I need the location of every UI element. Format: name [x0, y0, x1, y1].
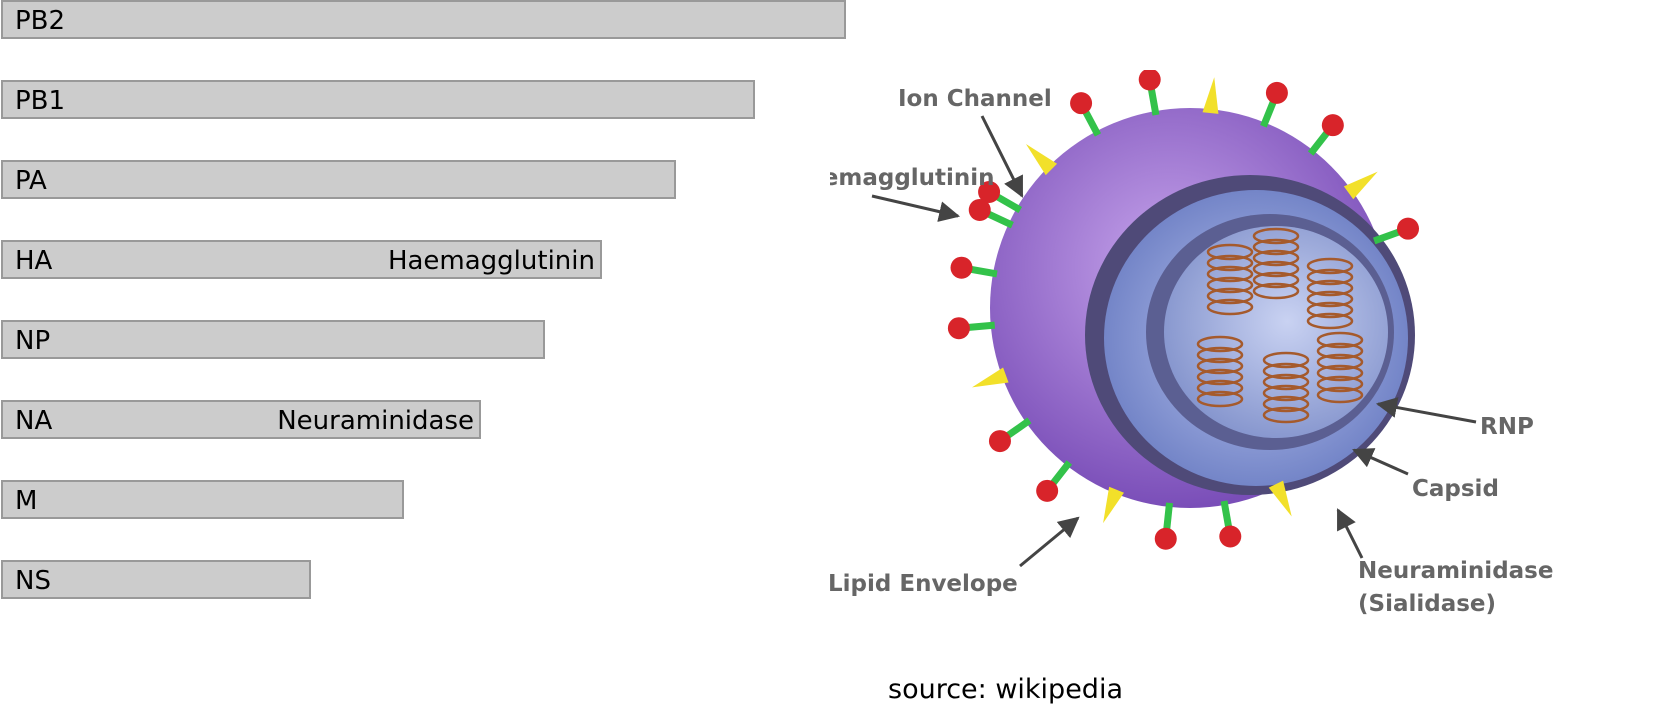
- capsid-arrow: [1352, 448, 1409, 476]
- haemagglutinin-spike: [1103, 486, 1124, 524]
- rnp-coil-turn: [1252, 238, 1300, 256]
- haemagglutinin-spike: [1268, 480, 1292, 517]
- segment-name: NA: [15, 406, 53, 436]
- rnp-coil-turn: [1316, 331, 1364, 349]
- haemagglutinin-spike: [1025, 143, 1058, 176]
- rnp-coil-turn: [1306, 257, 1354, 275]
- segment-name: M: [15, 486, 38, 516]
- rnp-coil-turn: [1262, 395, 1310, 413]
- segment-name: NP: [15, 326, 51, 356]
- rnp-coil-turn: [1196, 379, 1244, 397]
- segment-name: HA: [15, 246, 53, 276]
- rnp-coil-turn: [1262, 384, 1310, 402]
- neuraminidase-head: [1265, 81, 1288, 104]
- rnp-coils: [1196, 227, 1364, 424]
- segment-bar-ns: NS: [1, 560, 311, 599]
- rnp-coil-turn: [1196, 335, 1244, 353]
- rnp-coil-turn: [1316, 342, 1364, 360]
- rnp-coil-turn: [1306, 312, 1354, 330]
- neuraminidase-head: [968, 198, 991, 221]
- segment-name: PA: [15, 166, 47, 196]
- label-ion-channel: Ion Channel: [898, 86, 1052, 112]
- segment-bar-np: NP: [1, 320, 545, 359]
- neuraminidase-head: [947, 317, 970, 340]
- neuraminidase-head: [1154, 527, 1177, 550]
- rnp-coil-turn: [1262, 351, 1310, 369]
- rnp-coil-turn: [1196, 368, 1244, 386]
- source-caption: source: wikipedia: [888, 674, 1123, 705]
- rnp-coil-turn: [1196, 390, 1244, 408]
- surface-spikes: [947, 70, 1420, 550]
- influenza-virion-illustration: Ion Channel Haemagglutinin RNP Capsid Ne…: [830, 70, 1673, 670]
- neuraminidase-head: [988, 430, 1011, 453]
- rnp-coil-turn: [1316, 364, 1364, 382]
- segment-bar-na: NA Neuraminidase: [1, 400, 481, 439]
- rnp-coil-turn: [1316, 386, 1364, 404]
- rnp-coil-turn: [1206, 243, 1254, 261]
- rnp-coil-turn: [1252, 249, 1300, 267]
- rnp-coil-turn: [1306, 268, 1354, 286]
- core-shape: [1164, 226, 1388, 438]
- rnp-coil-turn: [1262, 373, 1310, 391]
- rnp-coil-turn: [1262, 362, 1310, 380]
- neuraminidase-head: [950, 256, 973, 279]
- rnp-coil-turn: [1206, 265, 1254, 283]
- segment-name: PB1: [15, 86, 66, 116]
- rnp-arrow: [1375, 397, 1477, 424]
- segment-bar-pa: PA: [1, 160, 676, 199]
- rnp-coil-turn: [1306, 279, 1354, 297]
- rnp-coil-turn: [1252, 282, 1300, 300]
- segment-bar-m: M: [1, 480, 404, 519]
- segment-name: NS: [15, 566, 51, 596]
- label-capsid: Capsid: [1412, 476, 1499, 502]
- haemagglutinin-spike: [971, 367, 1009, 388]
- neuraminidase-head: [1138, 70, 1161, 91]
- segment-protein-label: Neuraminidase: [277, 406, 474, 436]
- neuraminidase-arrow: [1336, 508, 1364, 559]
- segment-bar-ha: HA Haemagglutinin: [1, 240, 602, 279]
- neuraminidase-head: [1321, 114, 1344, 137]
- haemagglutinin-arrow: [871, 194, 961, 222]
- neuraminidase-head: [1036, 479, 1059, 502]
- rnp-coil-turn: [1316, 375, 1364, 393]
- neuraminidase-head: [1397, 217, 1420, 240]
- rnp-coil-turn: [1196, 346, 1244, 364]
- label-haemagglutinin: Haemagglutinin: [830, 165, 995, 191]
- segment-bar-pb1: PB1: [1, 80, 755, 119]
- rnp-coil-turn: [1206, 287, 1254, 305]
- label-rnp: RNP: [1480, 414, 1534, 440]
- rnp-coil-turn: [1262, 406, 1310, 424]
- haemagglutinin-spike: [1343, 171, 1378, 200]
- segment-name: PB2: [15, 6, 66, 36]
- label-sialidase: (Sialidase): [1358, 591, 1496, 617]
- label-neuraminidase: Neuraminidase: [1358, 558, 1553, 584]
- lipid-envelope-arrow: [1019, 516, 1080, 568]
- neuraminidase-head: [1219, 525, 1242, 548]
- ion-channel-arrow: [980, 115, 1024, 198]
- rnp-coil-turn: [1206, 254, 1254, 272]
- rnp-coil-turn: [1316, 353, 1364, 371]
- rnp-coil-turn: [1306, 301, 1354, 319]
- segment-protein-label: Haemagglutinin: [387, 246, 595, 276]
- neuraminidase-head: [978, 181, 1001, 203]
- rnp-coil-turn: [1206, 276, 1254, 294]
- rnp-coil-turn: [1252, 260, 1300, 278]
- rnp-coil-turn: [1252, 271, 1300, 289]
- rnp-coil-turn: [1206, 298, 1254, 316]
- rnp-coil-turn: [1252, 227, 1300, 245]
- label-lipid-envelope: Lipid Envelope: [830, 571, 1018, 597]
- rnp-coil-turn: [1196, 357, 1244, 375]
- segment-bar-pb2: PB2: [1, 0, 846, 39]
- neuraminidase-head: [1070, 92, 1093, 115]
- haemagglutinin-spike: [1202, 77, 1219, 114]
- rnp-coil-turn: [1306, 290, 1354, 308]
